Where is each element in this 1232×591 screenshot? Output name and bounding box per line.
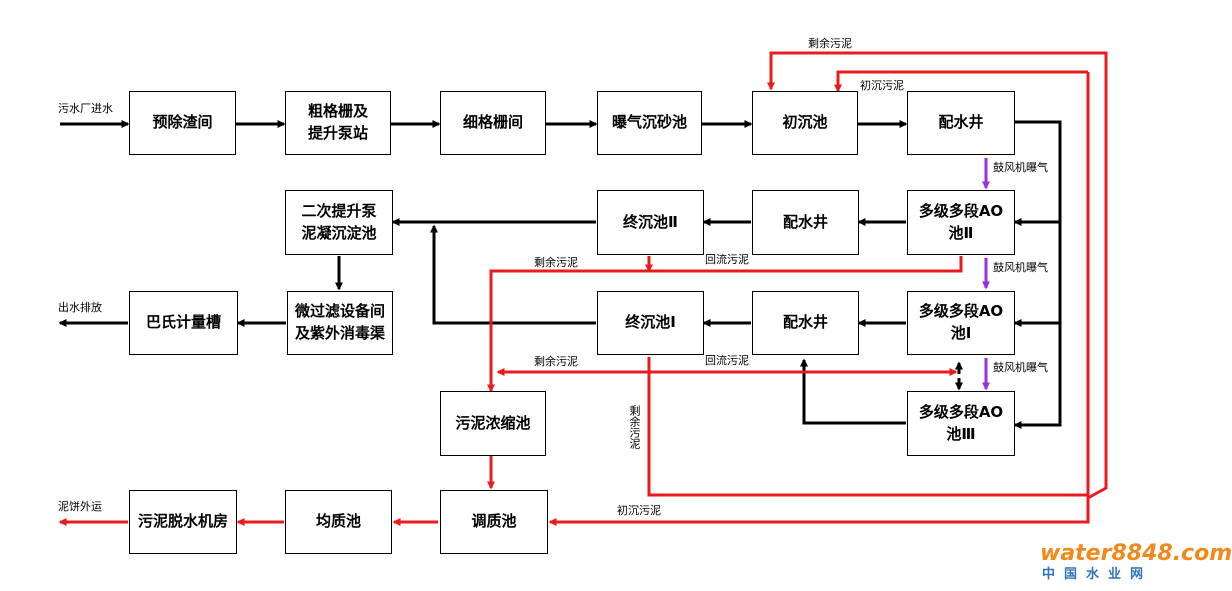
cake-out-label: 泥饼外运: [58, 500, 102, 513]
sludge-thickener-box: 污泥浓缩池: [440, 391, 546, 456]
dewatering-room-box: 污泥脱水机房: [129, 490, 237, 554]
blower-aeration-label-2: 鼓风机曝气: [993, 261, 1048, 274]
water-flow-lines: [58, 120, 1062, 429]
return-sludge-label-2: 回流污泥: [705, 253, 749, 266]
final-clarifier-1-box: 终沉池Ⅰ: [597, 291, 704, 355]
distribution-well-1-box: 配水井: [907, 91, 1015, 155]
primary-sludge-label-top: 初沉污泥: [860, 79, 904, 92]
pre-screen-box: 预除渣间: [129, 91, 236, 155]
final-clarifier-2-box: 终沉池Ⅱ: [597, 190, 704, 255]
excess-sludge-label-2: 剩余污泥: [534, 256, 578, 269]
distribution-well-2-box: 配水井: [752, 190, 859, 255]
microfilter-uv-box: 微过滤设备间 及紫外消毒渠: [287, 291, 393, 355]
blower-aeration-label-3: 鼓风机曝气: [993, 361, 1048, 374]
blower-aeration-label-1: 鼓风机曝气: [993, 161, 1048, 174]
parshall-flume-box: 巴氏计量槽: [129, 291, 238, 355]
influent-label: 污水厂进水: [58, 102, 113, 115]
excess-sludge-label-1: 剩余污泥: [534, 355, 578, 368]
primary-clarifier-box: 初沉池: [752, 91, 858, 155]
effluent-label: 出水排放: [58, 301, 102, 314]
ao-tank-1-box: 多级多段AO 池Ⅰ: [907, 291, 1015, 355]
primary-sludge-label-bottom: 初沉污泥: [617, 504, 661, 517]
watermark-subtitle: 中国水业网: [1042, 567, 1153, 582]
ao-tank-2-box: 多级多段AO 池Ⅱ: [907, 190, 1015, 255]
process-flow-diagram: 预除渣间 粗格栅及 提升泵站 细格栅间 曝气沉砂池 初沉池 配水井 多级多段AO…: [58, 37, 1232, 582]
secondary-lift-box: 二次提升泵 泥凝沉淀池: [285, 190, 393, 255]
excess-sludge-label-vertical: 剩余污泥: [628, 405, 641, 449]
equalization-tank-box: 均质池: [285, 490, 392, 554]
sludge-flow-lines: [58, 51, 1108, 526]
flow-lines: [58, 51, 1108, 526]
excess-sludge-label-top: 剩余污泥: [808, 37, 852, 50]
distribution-well-3-box: 配水井: [752, 291, 859, 355]
aerated-grit-chamber-box: 曝气沉砂池: [597, 91, 702, 155]
conditioning-tank-box: 调质池: [440, 490, 548, 554]
watermark-logo: water8848.com: [1040, 541, 1232, 566]
fine-screen-box: 细格栅间: [440, 91, 546, 155]
coarse-screen-box: 粗格栅及 提升泵站: [285, 91, 391, 155]
return-sludge-label-1: 回流污泥: [705, 354, 749, 367]
ao-tank-3-box: 多级多段AO 池Ⅲ: [907, 391, 1015, 456]
